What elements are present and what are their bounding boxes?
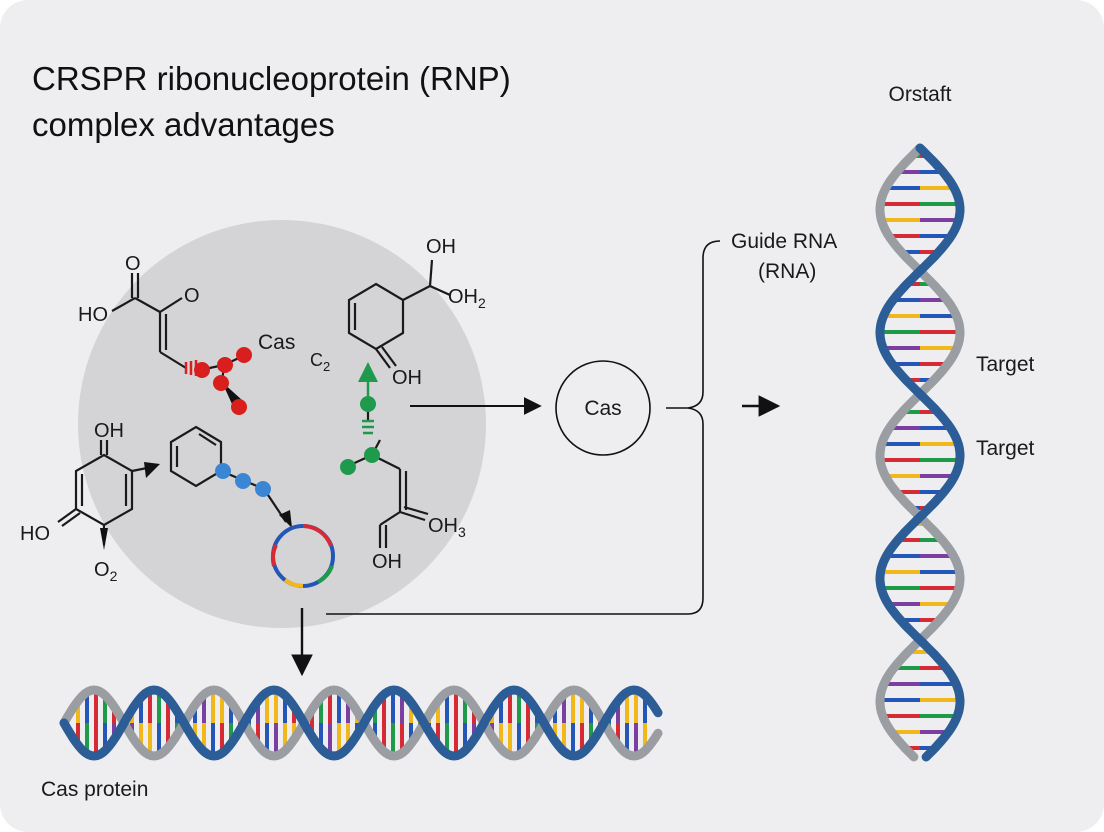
label-ho-left: HO [20, 523, 50, 545]
green-atom [360, 396, 376, 412]
label-cas: Cas [258, 331, 295, 354]
target-label-1: Target [976, 353, 1035, 376]
dna-double-helix-horizontal [59, 685, 663, 761]
label-oh-lower: OH [372, 551, 402, 573]
green-atom [364, 447, 380, 463]
red-atom [231, 399, 247, 415]
blue-chain-arrowhead [279, 510, 292, 528]
dna-strand-gray [875, 143, 965, 762]
left-black-wedge [100, 528, 108, 550]
label-o-right: O [184, 285, 200, 307]
blue-atom [235, 473, 251, 489]
label-oh-top: OH [426, 236, 456, 258]
guide-rna-label-1: Guide RNA [731, 230, 837, 253]
title-line-1: CRSPR ribonucleoprotein (RNP) [32, 60, 511, 97]
red-atom [217, 357, 233, 373]
dna-top-label: Orstaft [888, 83, 951, 106]
dna-strand-blue [875, 143, 965, 762]
label-oh2: OH2 [448, 286, 486, 311]
rnp-complex-circle [78, 220, 486, 628]
label-hydroxyl: HO [78, 304, 108, 326]
guide-rna-label-2: (RNA) [758, 260, 816, 283]
molecule-top-right [347, 259, 451, 369]
left-arrowhead [144, 462, 160, 478]
blue-atom [255, 481, 271, 497]
dna-strand-blue [59, 685, 663, 761]
label-oh-bottom: OH [392, 367, 422, 389]
dna-double-helix-vertical [875, 143, 965, 762]
molecule-bottom-right [378, 469, 429, 548]
cas-protein-label: Cas protein [41, 778, 148, 801]
blue-atom [215, 463, 231, 479]
guide-rna-bracket [326, 240, 721, 615]
label-c2: C2 [310, 350, 330, 374]
target-label-2: Target [976, 437, 1035, 460]
red-atom [213, 375, 229, 391]
title-line-2: complex advantages [32, 106, 335, 143]
green-molecule [340, 362, 401, 475]
label-oh3: OH3 [428, 515, 466, 540]
green-atom [340, 459, 356, 475]
molecule-top-left [111, 273, 187, 369]
label-o2: O2 [94, 559, 118, 584]
red-atom [194, 362, 210, 378]
red-atom [236, 347, 252, 363]
diagram-title: CRSPR ribonucleoprotein (RNP) complex ad… [32, 56, 511, 148]
cas-node [555, 360, 651, 456]
label-o-double: O [125, 253, 141, 275]
dna-strand-gray [59, 685, 663, 761]
label-oh-left-top: OH [94, 420, 124, 442]
cas-node-label: Cas [584, 397, 621, 420]
plasmid-ring [270, 524, 335, 588]
